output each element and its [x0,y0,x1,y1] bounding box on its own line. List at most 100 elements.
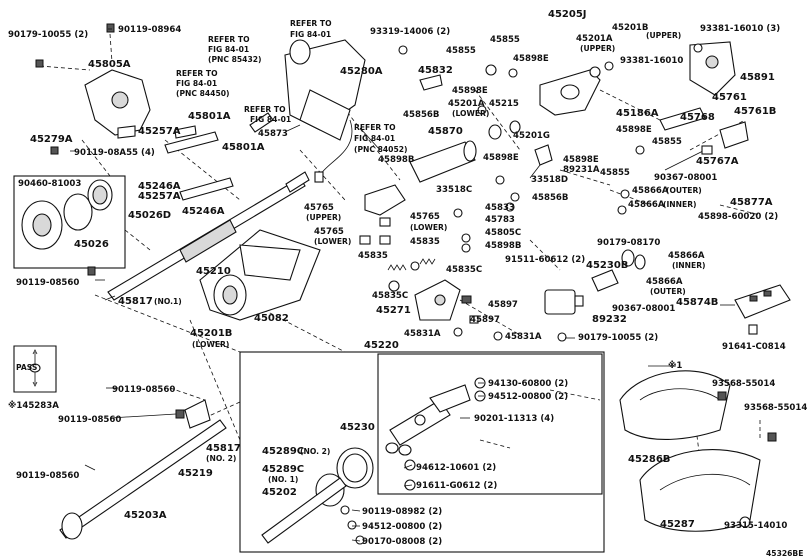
label-90179-10055-a: 90179-10055 (2) [8,30,88,40]
spring-shapes [387,258,436,292]
label-45219: 45219 [178,468,213,479]
tilt-lever-shape [414,279,479,324]
label-45817-no2: 45817 [206,443,241,454]
label-45215: 45215 [489,99,519,109]
label-45817-no1-suffix: (NO.1) [154,297,182,306]
label-45765-lower-2: 45765 [314,227,344,237]
label-93319-14006: 93319-14006 (2) [370,27,450,37]
label-45866a-inner-2: 45866A [668,251,705,261]
label-45831a-b: 45831A [505,332,542,342]
label-45201b-lower-suffix: (LOWER) [192,340,229,349]
label-45201a-upper-suffix: (UPPER) [580,44,615,53]
label-45768: 45768 [680,112,715,123]
shaft-rings-shape [261,447,374,545]
refer-to-4-line2: FIG 84-01 [250,115,291,124]
label-45280a: 45280A [340,66,383,77]
label-45286b: 45286B [628,454,670,465]
label-45767a: 45767A [696,156,739,167]
refer-to-4-line1: REFER TO [244,105,286,114]
pad-shape [734,284,791,335]
label-45898e-a: 45898E [452,86,488,96]
refer-to-5-line3: (PNC 84052) [354,145,408,154]
pass-badge-text: PASS [16,363,37,372]
column-cover-shapes [619,365,777,532]
label-90170-08008: 90170-08008 (2) [362,537,442,547]
universal-joint-shape [385,377,486,491]
label-45289c-no1: 45289C [262,464,304,475]
refer-to-3-line1: REFER TO [176,69,218,78]
label-90119-08560-c: 90119-08560 [58,415,121,425]
main-shaft-shape [107,171,310,301]
label-90201-11313: 90201-11313 (4) [474,414,554,424]
small-fastener-shapes [398,45,567,342]
drawing-id: 45326BE [766,549,803,558]
label-45873: 45873 [258,129,288,139]
label-45289c-no1-suffix: (NO. 1) [268,475,298,484]
label-45866a-outer-suffix: (OUTER) [666,186,702,195]
label-45897-a: 45897 [488,300,518,310]
label-93381-16010-a: 93381-16010 (3) [700,24,780,34]
label-45201a-lower: 45201A [448,99,485,109]
pass-badge-frame [13,345,57,393]
label-45783: 45783 [485,215,515,225]
refer-to-3-line2: FIG 84-01 [176,79,217,88]
tilt-bracket-shape [689,41,736,96]
refer-to-2-line1: REFER TO [208,35,250,44]
label-89231a: 89231A [563,165,600,175]
label-45279a: 45279A [30,134,73,145]
label-45898-60020: 45898-60020 (2) [698,212,778,222]
bushing-shapes [591,249,646,292]
label-45831a-a: 45831A [404,329,441,339]
label-45246a-a: 45246A [138,181,181,192]
refer-to-5-line2: FIG 84-01 [354,134,395,143]
label-45856b-a: 45856B [403,110,439,120]
label-45898e-e: 45898E [563,155,599,165]
label-45257a-a: 45257A [138,126,181,137]
label-45855-b: 45855 [490,35,520,45]
pass-hi-lo-icon [29,349,41,387]
label-45230b: 45230B [586,260,628,271]
label-45866a-outer-2-suffix: (OUTER) [650,287,686,296]
label-note-1: ※1 [668,360,682,371]
label-45201b-upper: 45201B [612,23,648,33]
label-45817-no1: 45817 [118,296,153,307]
label-45891: 45891 [740,72,775,83]
label-45856b-b: 45856B [532,193,568,203]
label-45855-d: 45855 [600,168,630,178]
label-91511-60612: 91511-60612 (2) [505,255,585,265]
refer-to-2-line2: FIG 84-01 [208,45,249,54]
coupling-inset-frame [13,175,126,269]
plate-shapes-right [617,107,749,215]
label-45246a-b: 45246A [182,206,225,217]
label-91611-g0612: 91611-G0612 (2) [416,481,497,491]
label-45898b: 45898B [378,155,414,165]
label-45833: 45833 [485,203,515,213]
label-45866a-outer-2: 45866A [646,277,683,287]
label-45805c: 45805C [485,228,521,238]
label-90119-08560-a: 90119-08560 [16,278,79,288]
label-91641-c0814: 91641-C0814 [722,342,786,352]
lock-housing-shape [284,39,366,183]
label-90119-08964: 90119-08964 [118,25,181,35]
upper-column-bracket-shape [539,61,614,116]
label-45877a: 45877A [730,197,773,208]
refer-to-5-line1: REFER TO [354,123,396,132]
label-45817-no2-suffix: (NO. 2) [206,454,236,463]
label-45283a: ※145283A [8,400,59,411]
label-45801a-a: 45801A [188,111,231,122]
label-33518d: 33518D [531,175,568,185]
refer-to-3-line3: (PNC 84450) [176,89,230,98]
label-45835-b: 45835 [358,251,388,261]
label-45866a-outer: 45866A [632,186,669,196]
label-45866a-inner: 45866A [628,200,665,210]
upper-bracket-shape [84,69,151,139]
sensor-shape [529,144,584,315]
label-93568-55014-b: 93568-55014 [744,403,807,413]
label-90367-08001-b: 90367-08001 [612,304,675,314]
label-90367-08001-a: 90367-08001 [654,173,717,183]
label-93315-14010: 93315-14010 [724,521,787,531]
refer-to-2-line3: (PNC 85432) [208,55,262,64]
label-45805a: 45805A [88,59,131,70]
label-45230: 45230 [340,422,375,433]
label-94130-60800: 94130-60800 (2) [488,379,568,389]
